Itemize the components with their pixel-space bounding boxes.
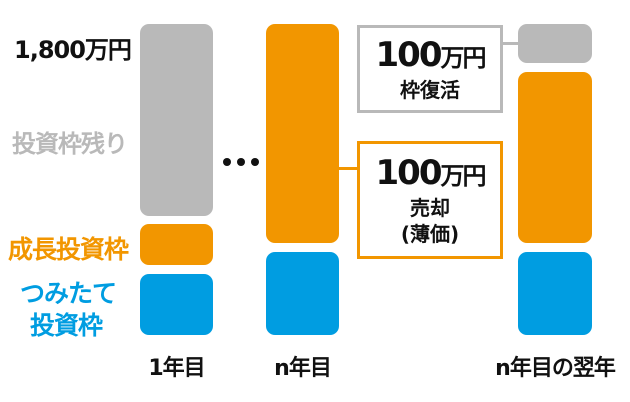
sell-note: (薄価) [400,222,460,246]
growth-frame-label: 成長投資枠 [8,235,129,264]
next-year-tsumitate-bar [518,252,592,335]
sell-callout: 100万円 売却 (薄価) [357,141,503,259]
next-year-growth-bar [518,72,592,243]
restore-connector [502,42,519,45]
remaining-frame-label: 投資枠残り [12,130,128,158]
restore-amount: 100 [375,35,443,75]
year1-tsumitate-bar [140,274,213,335]
restore-text: 枠復活 [400,78,460,102]
column-label-next-year: n年目の翌年 [495,356,616,381]
yearn-growth-bar [266,24,339,243]
column-label-year1: 1年目 [148,356,205,381]
yearn-tsumitate-bar [266,252,339,335]
total-label: 1,800万円 [14,36,132,64]
sell-amount: 100 [375,153,443,193]
tsumitate-frame-label-line2: 投資枠 [30,311,103,340]
sell-unit: 万円 [440,162,486,190]
restore-callout: 100万円 枠復活 [357,25,503,113]
year1-growth-bar [140,224,213,265]
sell-connector [339,167,358,170]
restore-unit: 万円 [440,44,486,72]
column-label-yearn: n年目 [274,356,332,381]
sell-text: 売却 [410,196,450,220]
tsumitate-frame-label-line1: つみたて [20,279,117,308]
year1-remaining-bar [140,24,213,216]
next-year-restored-bar [518,24,592,63]
